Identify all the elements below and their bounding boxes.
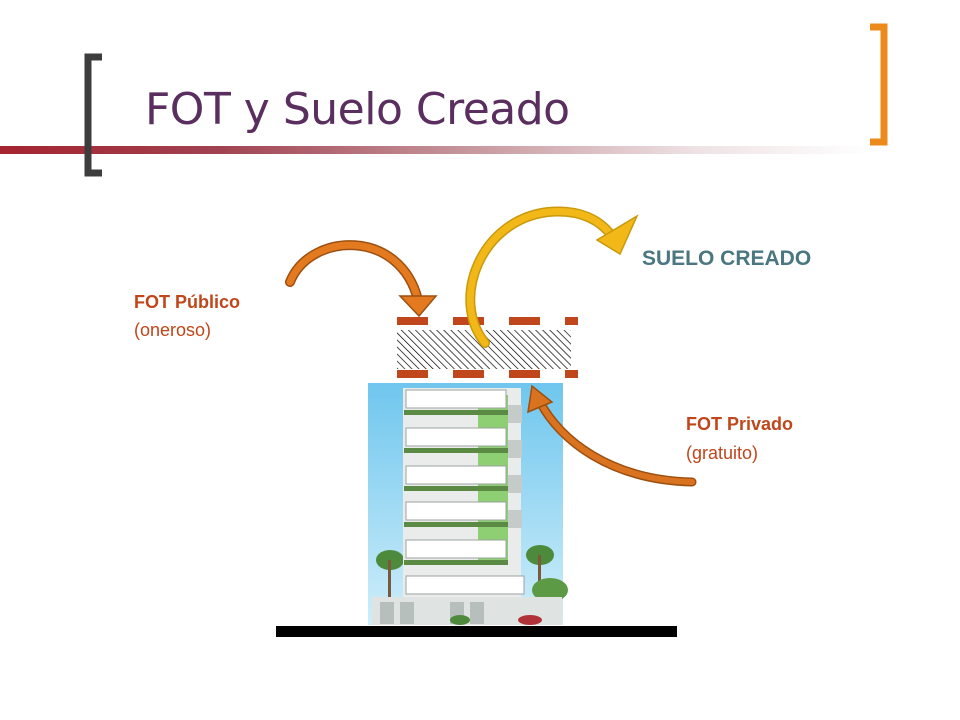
- label-suelo-creado: SUELO CREADO: [642, 247, 812, 270]
- title-rule: [0, 146, 870, 154]
- arrow-fot-privado: [527, 384, 697, 487]
- arrow-fot-publico: [285, 240, 438, 318]
- slide-title: FOT y Suelo Creado: [145, 84, 570, 135]
- label-fot-publico-sub: (oneroso): [134, 320, 212, 340]
- building-illustration: [368, 383, 568, 625]
- right-bracket: [870, 23, 888, 146]
- arrow-suelo-creado: [465, 206, 639, 348]
- label-fot-privado-sub: (gratuito): [686, 443, 759, 463]
- label-fot-publico: FOT Público: [134, 292, 240, 312]
- label-fot-privado: FOT Privado: [686, 414, 794, 434]
- left-bracket: [84, 53, 102, 177]
- ground-line: [276, 626, 677, 637]
